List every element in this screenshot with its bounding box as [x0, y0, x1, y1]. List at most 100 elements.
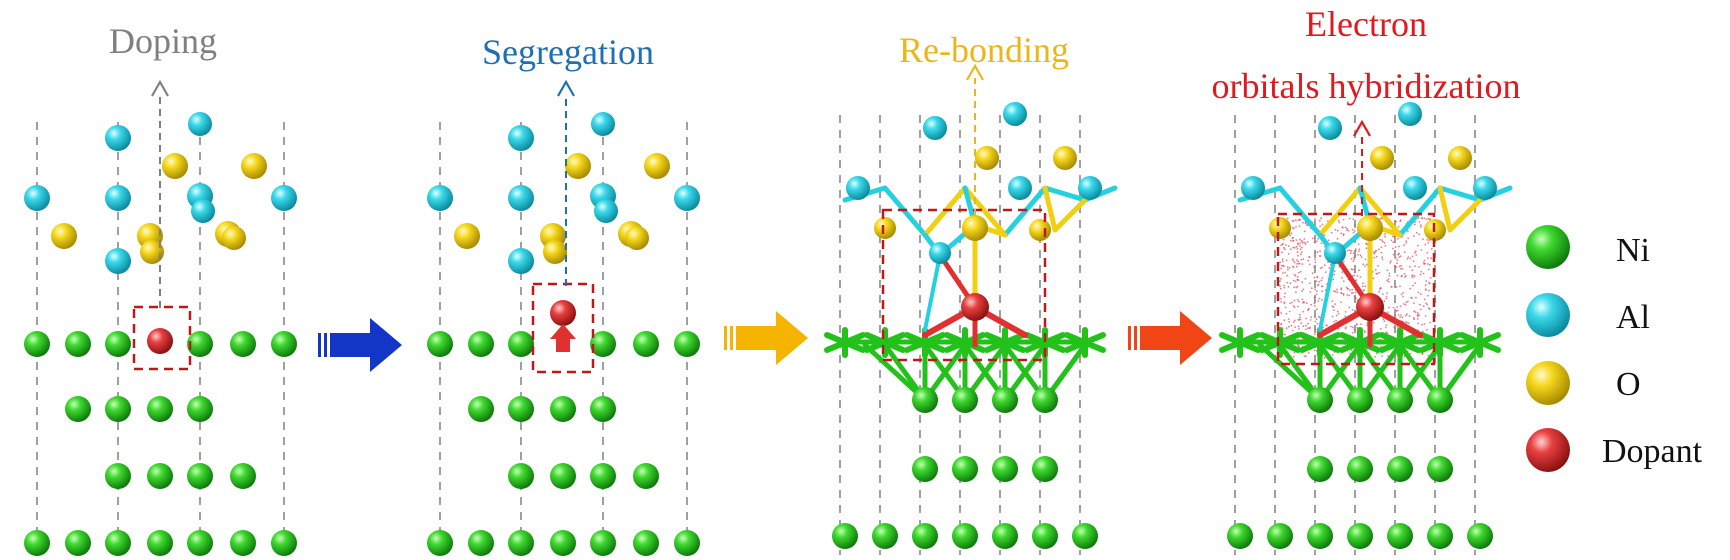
ni-atom [550, 463, 576, 489]
orbital-dot [1301, 240, 1304, 243]
orbital-dot [1377, 248, 1380, 251]
orbital-dot [1398, 245, 1400, 248]
ni-atom [230, 530, 256, 556]
orbital-dot [1374, 269, 1377, 271]
orbital-dot [1322, 326, 1325, 329]
orbital-dot [1430, 247, 1433, 250]
orbital-dot [1414, 250, 1417, 253]
orbital-dot [1422, 272, 1425, 275]
orbital-dot [1296, 259, 1298, 261]
ni-atom [24, 331, 50, 357]
bond-stick [1318, 253, 1337, 332]
orbital-dot [1299, 318, 1302, 321]
orbital-dot [1328, 267, 1331, 269]
orbital-dot [1314, 258, 1316, 261]
orbital-dot [1337, 219, 1340, 222]
orbital-dot [1398, 265, 1401, 268]
orbital-dot [1415, 254, 1418, 256]
orbital-dot [1321, 277, 1324, 279]
ni-atom [508, 331, 534, 357]
orbital-dot [1285, 312, 1288, 315]
orbital-dot [1298, 262, 1301, 265]
orbital-dot [1336, 310, 1339, 313]
orbital-dot [1300, 240, 1303, 242]
orbital-dot [1419, 308, 1422, 311]
al-atom [591, 112, 615, 136]
orbital-dot [1416, 313, 1419, 316]
orbital-dot [1340, 292, 1342, 294]
orbital-dot [1300, 253, 1302, 256]
orbital-dot [1311, 272, 1314, 274]
orbital-dot [1294, 326, 1296, 328]
orbital-dot [1355, 279, 1358, 282]
orbital-dot [1409, 257, 1412, 260]
bond-stick [923, 253, 942, 332]
orbital-dot [1415, 296, 1417, 299]
orbital-dot [1286, 274, 1289, 277]
orbital-dot [1413, 223, 1416, 226]
legend-dopant-sphere [1526, 428, 1570, 472]
orbital-dot [1300, 322, 1303, 325]
orbital-dot [1390, 260, 1392, 262]
orbital-dot [1399, 219, 1402, 222]
process-arrows [151, 63, 1371, 372]
orbital-dot [1314, 218, 1316, 220]
orbital-dot [1420, 270, 1423, 273]
orbital-dot [1353, 274, 1356, 277]
orbital-dot [1333, 320, 1336, 323]
bond-network [824, 185, 1513, 403]
bond-stick [1002, 185, 1048, 238]
orbital-dot [1347, 287, 1350, 290]
orbital-dot [1321, 290, 1323, 293]
ni-atom [550, 530, 576, 556]
ni-atom [992, 523, 1018, 549]
ni-atom [187, 530, 213, 556]
process-step-arrow [1128, 311, 1212, 365]
orbital-dot [1346, 227, 1348, 230]
orbital-dot [1331, 353, 1334, 356]
orbital-dot [1405, 275, 1407, 277]
orbital-dot [1288, 266, 1291, 269]
orbital-dot [1319, 267, 1322, 270]
orbital-dot [1292, 321, 1295, 323]
orbital-dot [1316, 240, 1318, 243]
bond-stick [882, 185, 928, 238]
orbital-dot [1320, 279, 1323, 282]
orbital-dot [1313, 241, 1316, 244]
orbital-dot [1317, 315, 1320, 318]
orbital-dot [1398, 256, 1401, 258]
orbital-dot [1388, 280, 1390, 283]
legend: Ni Al O Dopant [1526, 225, 1703, 472]
orbital-dot [1309, 291, 1312, 293]
orbital-dot [1385, 297, 1388, 300]
orbital-dot [1287, 318, 1290, 320]
orbital-dot [1292, 265, 1294, 268]
ni-atom [1227, 523, 1253, 549]
bond-stick [922, 185, 968, 238]
orbital-dot [1293, 299, 1296, 302]
ni-atom [508, 396, 534, 422]
orbital-dot [1284, 292, 1287, 295]
orbital-dot [1426, 303, 1428, 306]
orbital-dot [1307, 352, 1310, 354]
orbital-dot [1291, 237, 1294, 240]
orbital-dot [1395, 220, 1397, 223]
orbital-dot [1396, 325, 1399, 328]
orbital-dot [1428, 289, 1430, 292]
orbital-dot [1348, 352, 1351, 355]
orbital-dot [1380, 217, 1382, 220]
orbital-dot [1295, 291, 1297, 294]
orbital-dot [1295, 239, 1298, 242]
orbital-dot [1396, 262, 1398, 265]
ni-atom [230, 331, 256, 357]
orbital-dot [1359, 254, 1362, 257]
ni-atom [468, 331, 494, 357]
orbital-dot [1314, 261, 1317, 263]
orbital-dot [1364, 265, 1366, 267]
orbital-dot [1332, 278, 1335, 281]
ni-atom [992, 387, 1018, 413]
ni-atom [105, 463, 131, 489]
orbital-dot [1313, 349, 1316, 352]
al-atom [105, 185, 131, 211]
ni-atom [187, 396, 213, 422]
